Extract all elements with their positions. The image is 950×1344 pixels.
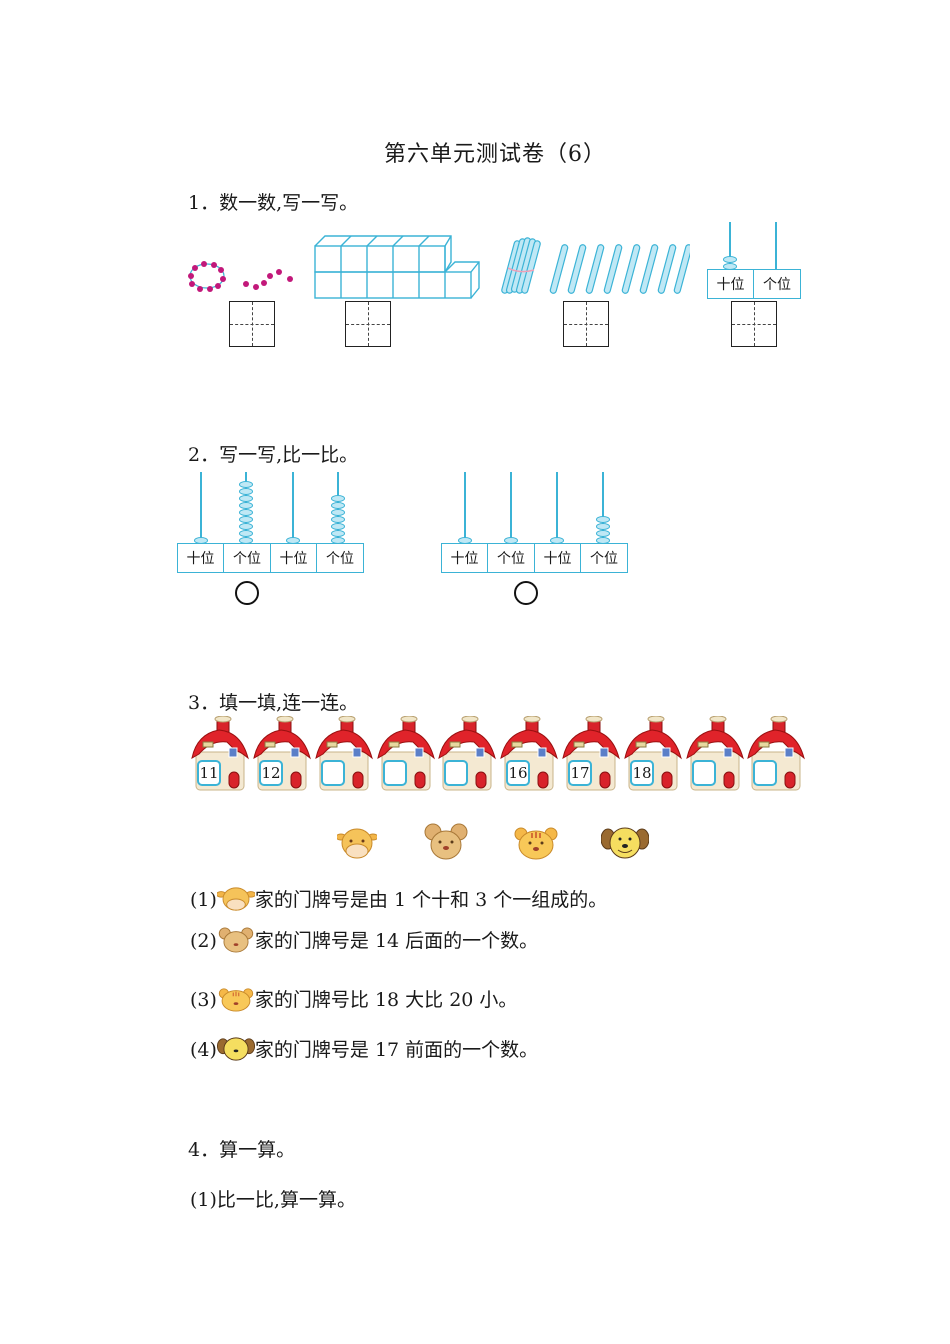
abacus-bead [331,509,345,516]
question-3-heading: 3．填一填,连一连。 [188,692,359,714]
ones-label: 个位 [487,544,534,572]
ones-label: 个位 [316,544,363,572]
page-title: 第六单元测试卷（6） [384,142,606,167]
abacus-bead [239,502,253,509]
abacus-bead [331,495,345,502]
house: 11 [191,715,249,792]
compare-circle-1[interactable] [235,581,259,605]
house [315,715,373,792]
question-1-heading: 1．数一数,写一写。 [188,192,359,214]
house-number-box[interactable] [321,760,345,786]
cow-icon [216,887,255,911]
house-number-box[interactable] [444,760,468,786]
tens-label: 十位 [270,544,316,572]
tiger-icon [218,988,254,1012]
abacus-rod [602,472,604,544]
place-value-table: 十位 个位 [707,269,801,299]
tens-label: 十位 [450,551,479,567]
abacus-bead [331,523,345,530]
beads-illustration [188,261,293,292]
abacus-bead [331,502,345,509]
house-number-box[interactable]: 11 [197,760,221,786]
house-number-box[interactable]: 16 [506,760,530,786]
house [438,715,496,792]
house [747,715,805,792]
ones-label: 个位 [580,544,627,572]
question-4-sub1: (1)比一比,算一算。 [190,1189,356,1211]
tens-label: 十位 [186,551,215,567]
place-value-table: 十位 个位 十位 个位 [441,543,628,573]
cow-icon[interactable] [337,825,377,861]
abacus-bead [239,509,253,516]
house [377,715,435,792]
abacus-bead [331,516,345,523]
abacus-bead [239,516,253,523]
question-2-heading: 2．写一写,比一比。 [188,444,359,466]
statement-text: 家的门牌号是 14 后面的一个数。 [254,930,539,952]
statement-1: (1) 家的门牌号是由 1 个十和 3 个一组成的。 [190,885,607,912]
statement-text: 家的门牌号是由 1 个十和 3 个一组成的。 [254,889,608,911]
abacus-bead [596,530,610,537]
statement-3: (3) 家的门牌号比 18 大比 20 小。 [190,985,517,1012]
abacus-bead [239,481,253,488]
abacus-bead [239,523,253,530]
house [686,715,744,792]
compare-circle-2[interactable] [514,581,538,605]
house-number-box[interactable] [383,760,407,786]
statement-label: (3) [190,989,217,1011]
statement-4: (4) 家的门牌号是 17 前面的一个数。 [190,1035,538,1062]
abacus-rod-ones [775,222,777,270]
abacus-rod [510,472,512,544]
abacus-bead [723,256,737,263]
house: 18 [624,715,682,792]
abacus-rod [556,472,558,544]
abacus-rod [292,472,294,544]
answer-box-3[interactable] [563,301,609,347]
tiger-icon[interactable] [513,822,559,862]
ones-label: 个位 [223,544,270,572]
abacus-rod [464,472,466,544]
cubes-illustration [314,235,480,299]
place-value-table: 十位 个位 十位 个位 [177,543,364,573]
house-number-box[interactable]: 12 [259,760,283,786]
answer-box-2[interactable] [345,301,391,347]
abacus-bead [239,495,253,502]
house: 16 [500,715,558,792]
answer-box-4[interactable] [731,301,777,347]
house-number-box[interactable]: 17 [568,760,592,786]
statement-text: 家的门牌号比 18 大比 20 小。 [254,989,518,1011]
answer-box-1[interactable] [229,301,275,347]
statement-text: 家的门牌号是 17 前面的一个数。 [254,1039,539,1061]
statement-label: (2) [190,930,217,952]
statement-2: (2) 家的门牌号是 14 后面的一个数。 [190,926,538,953]
abacus-rod [200,472,202,544]
house-number-box[interactable] [753,760,777,786]
abacus-rod-tens [729,222,731,270]
ones-label: 个位 [753,270,800,298]
abacus-bead [239,488,253,495]
statement-label: (4) [190,1039,217,1061]
sticks-illustration [501,237,690,294]
tens-label: 十位 [534,544,580,572]
abacus-bead [239,530,253,537]
mouse-icon [218,927,254,953]
abacus-bead [331,530,345,537]
abacus-bead [596,516,610,523]
house: 12 [253,715,311,792]
mouse-icon[interactable] [424,822,468,862]
statement-label: (1) [190,889,217,911]
question-4-heading: 4．算一算。 [188,1139,296,1161]
house: 17 [562,715,620,792]
house-number-box[interactable]: 18 [630,760,654,786]
abacus-bead [596,523,610,530]
dog-icon[interactable] [601,825,649,861]
dog-icon [216,1037,255,1061]
house-number-box[interactable] [692,760,716,786]
tens-label: 十位 [716,277,745,293]
